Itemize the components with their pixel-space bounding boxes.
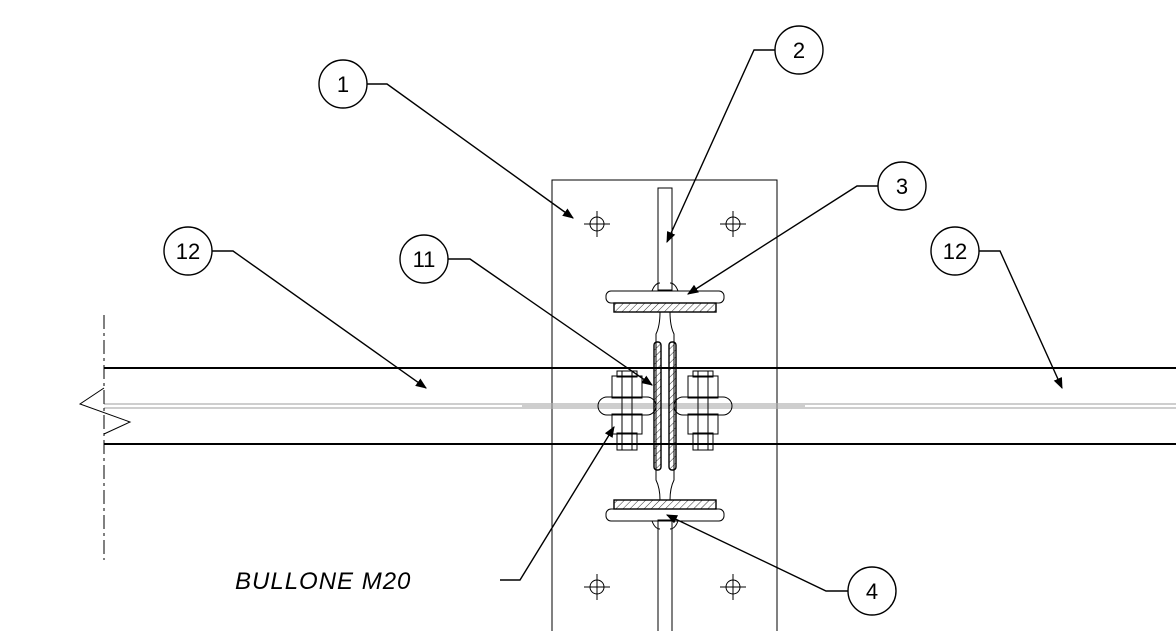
callout-1-label: 1 — [337, 72, 349, 97]
break-line — [78, 315, 132, 560]
horizontal-beam — [104, 367, 1176, 445]
hole-top-right — [720, 211, 746, 237]
callout-4-label: 4 — [866, 579, 878, 604]
hole-top-left — [584, 211, 610, 237]
bolt-left — [597, 370, 657, 451]
plate-holes — [584, 211, 746, 600]
callout-11-label: 11 — [413, 247, 436, 272]
splice-plates — [653, 341, 677, 471]
hole-bottom-right — [720, 574, 746, 600]
hole-bottom-left — [584, 574, 610, 600]
callout-3-label: 3 — [896, 174, 908, 199]
callout-12-right-label: 12 — [943, 239, 967, 264]
top-flange-plate — [605, 282, 725, 313]
bolt-right — [673, 370, 733, 451]
callout-12-left-label: 12 — [176, 239, 200, 264]
callout-3: 3 — [687, 161, 927, 295]
callout-2: 2 — [666, 25, 824, 244]
bottom-flange-plate — [605, 499, 725, 530]
callout-12-left: 12 — [163, 226, 427, 389]
callout-11: 11 — [399, 234, 653, 386]
bolt-note: BULLONE M20 — [235, 426, 615, 595]
callout-1: 1 — [318, 59, 574, 219]
callout-2-label: 2 — [793, 38, 805, 63]
bolt-note-label: BULLONE M20 — [235, 568, 411, 595]
base-plate — [551, 179, 778, 631]
callout-12-right: 12 — [930, 226, 1063, 390]
callout-4: 4 — [665, 514, 897, 616]
